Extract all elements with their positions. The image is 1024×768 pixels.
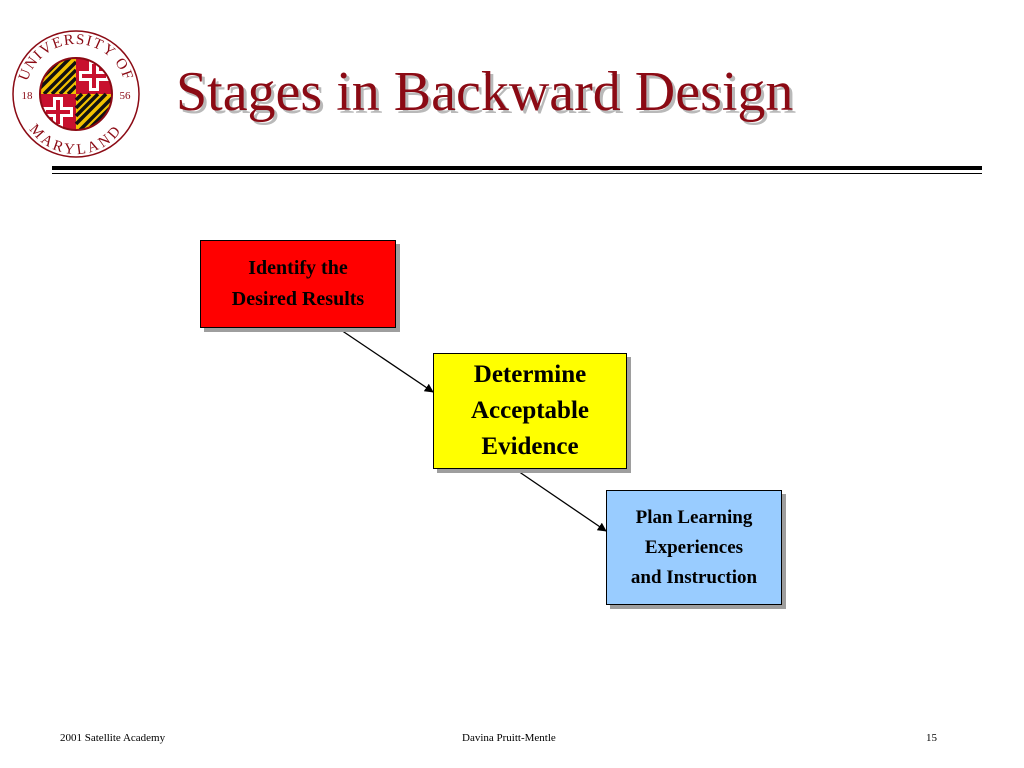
stage-2-line-3: Evidence — [481, 433, 579, 460]
arrow-stage1-to-stage2 — [337, 327, 434, 393]
logo-year-left: 18 — [22, 90, 34, 102]
footer-author: Davina Pruitt-Mentle — [462, 732, 556, 744]
stage-2-line-1: Determine — [473, 361, 587, 388]
slide-title: Stages in Backward Design — [176, 61, 794, 123]
stage-box-desired-results: Identify the Desired Results — [200, 240, 396, 328]
university-of-maryland-seal-logo: UNIVERSITY OF MARYLAND 18 56 — [12, 30, 140, 158]
stage-box-acceptable-evidence: Determine Acceptable Evidence — [433, 353, 627, 469]
stage-box-learning-experiences: Plan Learning Experiences and Instructio… — [606, 490, 782, 605]
footer-left-text: 2001 Satellite Academy — [60, 732, 166, 744]
stage-2-line-2: Acceptable — [470, 397, 590, 424]
stage-3-line-2: Experiences — [644, 536, 744, 558]
footer-page-number: 15 — [926, 732, 937, 744]
title-divider-thick — [52, 166, 982, 170]
title-divider-thin — [52, 173, 982, 174]
stage-3-line-3: and Instruction — [630, 566, 758, 588]
stage-1-line-1: Identify the — [248, 257, 348, 279]
stage-3-line-1: Plan Learning — [635, 506, 753, 528]
arrow-stage2-to-stage3 — [514, 468, 607, 532]
logo-year-right: 56 — [120, 90, 132, 102]
stage-1-line-2: Desired Results — [231, 288, 365, 310]
